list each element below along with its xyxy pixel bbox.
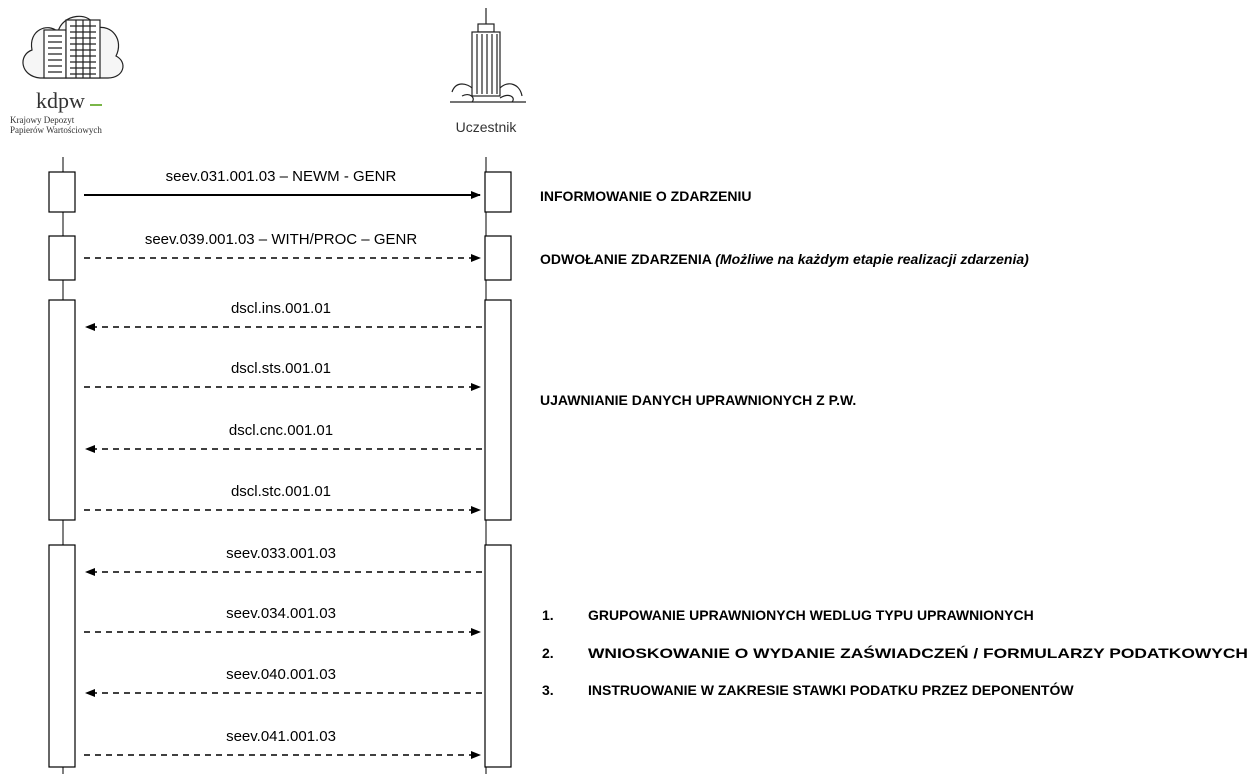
phase-withdrawal-note: (Możliwe na każdym etapie realizacji zda… (715, 251, 1029, 267)
message-label-1: seev.031.001.03 – NEWM - GENR (166, 168, 397, 185)
kdpw-activation-3 (48, 299, 76, 521)
message-arrows (84, 191, 482, 759)
phase-informing: INFORMOWANIE O ZDARZENIU (540, 188, 752, 204)
participant-activation-4 (484, 544, 512, 768)
logo-word: kdpw (36, 88, 85, 113)
phase-withdrawal: ODWOŁANIE ZDARZENIA (Możliwe na każdym e… (540, 251, 1029, 267)
message-label-4: dscl.sts.001.01 (231, 360, 331, 377)
message-label-2: seev.039.001.03 – WITH/PROC – GENR (145, 231, 417, 248)
phase-list-number-3: 3. (542, 682, 554, 698)
logo-subtitle-1: Krajowy Depozyt (10, 115, 75, 125)
message-label-5: dscl.cnc.001.01 (229, 422, 333, 439)
message-label-6: dscl.stc.001.01 (231, 483, 331, 500)
kdpw-activation-4 (48, 544, 76, 768)
kdpw-activation-1 (48, 171, 76, 213)
phase-disclosure: UJAWNIANIE DANYCH UPRAWNIONYCH Z P.W. (540, 392, 856, 408)
participant-activation-3 (484, 299, 512, 521)
activation-boxes (48, 171, 512, 768)
kdpw-logo: kdpw Krajowy Depozyt Papierów Wartościow… (10, 15, 124, 135)
phase-descriptions: INFORMOWANIE O ZDARZENIU ODWOŁANIE ZDARZ… (540, 188, 1248, 698)
message-labels: seev.031.001.03 – NEWM - GENR seev.039.0… (145, 168, 417, 745)
building-icon (22, 15, 124, 79)
message-label-7: seev.033.001.03 (226, 545, 336, 562)
kdpw-activation-2 (48, 235, 76, 281)
message-label-9: seev.040.001.03 (226, 666, 336, 683)
message-label-8: seev.034.001.03 (226, 605, 336, 622)
phase-list-item-1: GRUPOWANIE UPRAWNIONYCH WEDLUG TYPU UPRA… (588, 607, 1034, 623)
participant-activation-2 (484, 235, 512, 281)
logo-subtitle-2: Papierów Wartościowych (10, 125, 102, 135)
participant-party: Uczestnik (450, 8, 526, 135)
logo-accent (90, 104, 102, 106)
participant-activation-1 (484, 171, 512, 213)
phase-list-item-2: WNIOSKOWANIE O WYDANIE ZAŚWIADCZEŃ / FOR… (588, 644, 1248, 661)
phase-list-number-1: 1. (542, 607, 554, 623)
phase-withdrawal-title: ODWOŁANIE ZDARZENIA (540, 251, 715, 267)
tower-icon (450, 8, 526, 103)
phase-list-item-3: INSTRUOWANIE W ZAKRESIE STAWKI PODATKU P… (588, 681, 1074, 698)
message-label-10: seev.041.001.03 (226, 728, 336, 745)
participant-caption: Uczestnik (456, 119, 518, 135)
message-label-3: dscl.ins.001.01 (231, 300, 331, 317)
phase-list-number-2: 2. (542, 645, 554, 661)
